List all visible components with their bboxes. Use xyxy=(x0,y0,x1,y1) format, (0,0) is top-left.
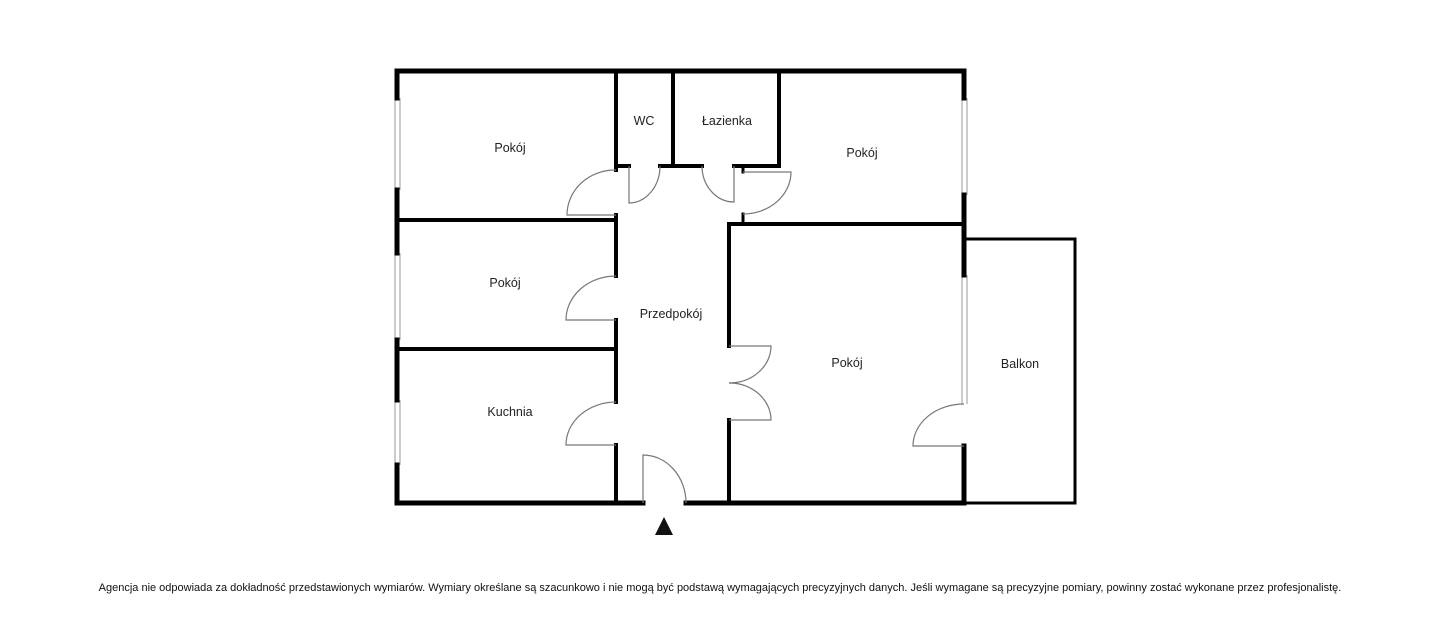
room-label-pokoj: Pokój xyxy=(494,141,525,155)
balcony-outline xyxy=(964,237,1077,505)
door-balkon xyxy=(912,403,965,447)
room-label-pokoj: Pokój xyxy=(831,356,862,370)
door-pokoj-top-left xyxy=(566,169,617,216)
windows xyxy=(394,98,968,465)
room-label-balkon: Balkon xyxy=(1001,357,1039,371)
room-label-pokoj: Pokój xyxy=(846,146,877,160)
interior-walls xyxy=(395,69,966,505)
door-wc xyxy=(628,165,661,204)
room-label-kuchnia: Kuchnia xyxy=(487,405,532,419)
door-pokoj-top-right xyxy=(742,171,792,215)
room-label-wc: WC xyxy=(634,114,655,128)
door-lazienka xyxy=(701,165,735,203)
door-entrance xyxy=(642,454,687,504)
room-label-przedpokoj: Przedpokój xyxy=(640,307,703,321)
room-label-pokoj: Pokój xyxy=(489,276,520,290)
disclaimer-text: Agencja nie odpowiada za dokładność prze… xyxy=(98,582,1342,594)
exterior-walls xyxy=(394,68,967,506)
door-pokoj-large-bottom xyxy=(728,382,772,421)
door-pokoj-large-top xyxy=(728,345,772,384)
entrance-arrow-icon xyxy=(655,517,673,535)
doors xyxy=(565,165,965,504)
door-pokoj-middle-left xyxy=(565,275,617,321)
room-label-lazienka: Łazienka xyxy=(702,114,752,128)
door-kuchnia xyxy=(565,401,617,446)
